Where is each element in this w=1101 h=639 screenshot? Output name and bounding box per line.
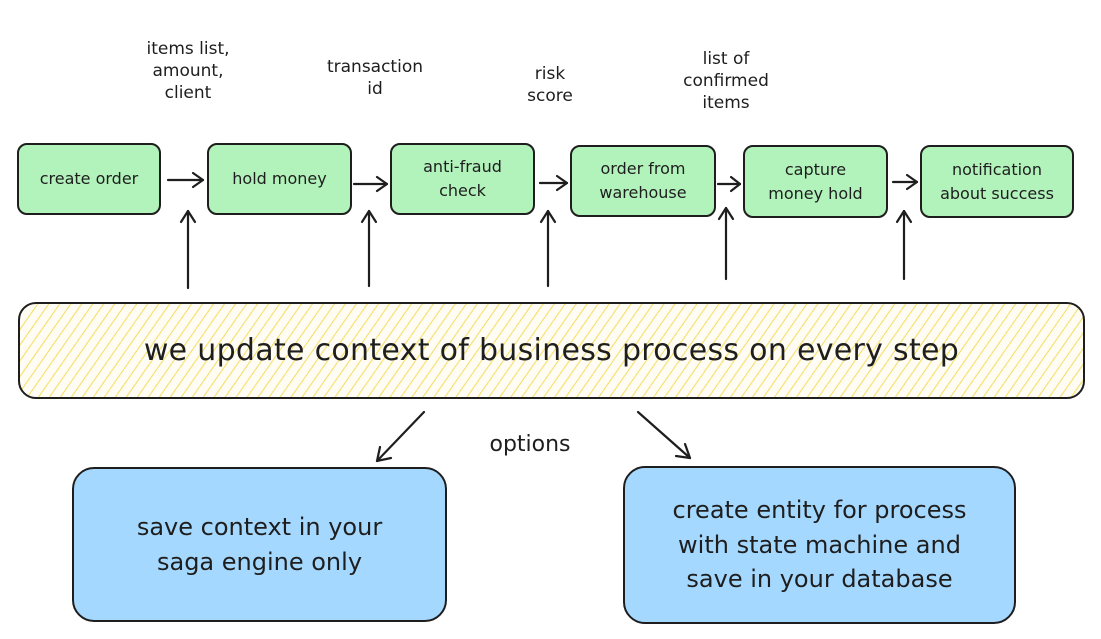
annotation-items-list-amount-client: items list, amount, client bbox=[146, 39, 230, 104]
arrow-banner-up-2 bbox=[360, 209, 378, 288]
annotation-risk-score: risk score bbox=[527, 64, 573, 107]
step-create-order: create order bbox=[17, 143, 161, 215]
arrow-capture-to-notification bbox=[891, 173, 919, 191]
step-hold-money: hold money bbox=[207, 143, 352, 215]
arrow-banner-up-1 bbox=[179, 209, 197, 290]
option-saga-engine: save context in your saga engine only bbox=[72, 467, 447, 622]
step-anti-fraud-check: anti-fraud check bbox=[390, 143, 535, 215]
arrow-to-option-right bbox=[636, 410, 692, 460]
arrow-banner-up-4 bbox=[717, 206, 735, 281]
arrow-create-to-hold bbox=[166, 171, 205, 189]
step-capture-money-hold: capture money hold bbox=[743, 145, 888, 218]
arrow-hold-to-antifraud bbox=[352, 175, 389, 193]
arrow-to-option-left bbox=[375, 410, 426, 463]
step-order-from-warehouse: order from warehouse bbox=[570, 145, 716, 217]
context-banner: we update context of business process on… bbox=[18, 302, 1085, 399]
arrow-banner-up-3 bbox=[539, 209, 557, 288]
context-banner-text: we update context of business process on… bbox=[143, 333, 960, 368]
step-notification-about-success: notification about success bbox=[920, 145, 1074, 218]
options-label: options bbox=[489, 432, 571, 457]
annotation-list-of-confirmed-items: list of confirmed items bbox=[683, 49, 769, 114]
annotation-transaction-id: transaction id bbox=[326, 57, 424, 100]
arrow-warehouse-to-capture bbox=[716, 175, 742, 193]
arrow-antifraud-to-warehouse bbox=[538, 174, 569, 192]
arrow-banner-up-5 bbox=[895, 209, 913, 281]
option-entity-state-machine: create entity for process with state mac… bbox=[623, 466, 1016, 624]
